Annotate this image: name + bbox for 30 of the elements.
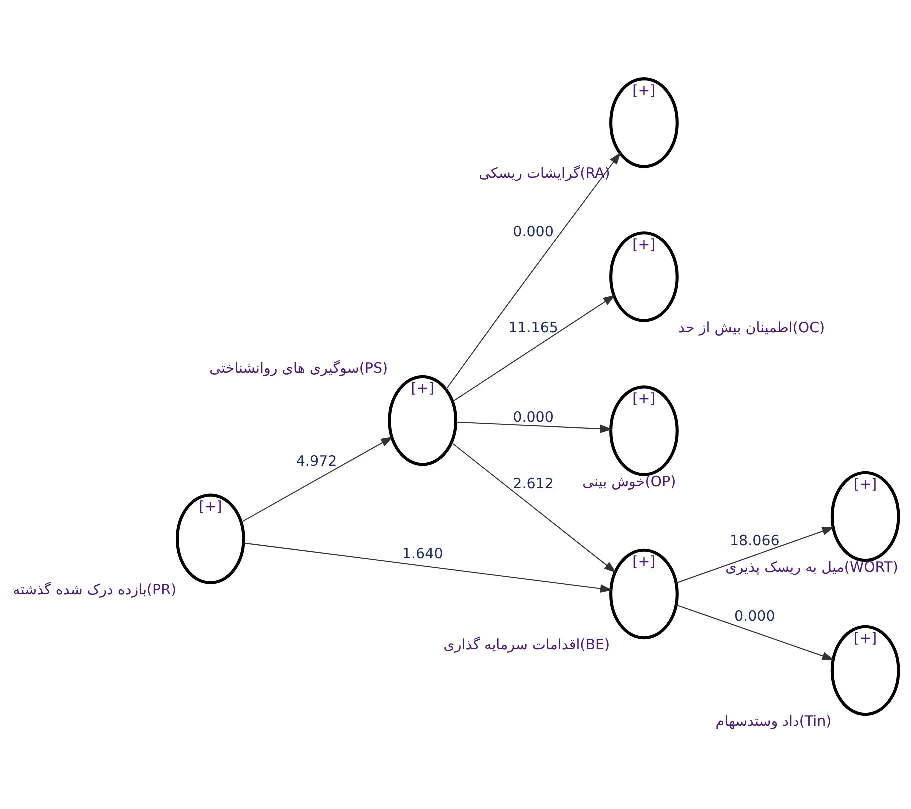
node-label: داد وستدسهام(Tin) xyxy=(716,714,832,730)
node-ellipse: [+] xyxy=(830,471,900,562)
node-label: اقدامات سرمایه گذاری(BE) xyxy=(444,638,610,654)
node-ellipse: [+] xyxy=(610,548,679,640)
node-label: اطمینان بیش از حد(OC) xyxy=(678,320,826,336)
node-ellipse: [+] xyxy=(610,232,679,322)
node-label: میل به ریسک پذیری(WORT) xyxy=(726,560,898,576)
node-ellipse: [+] xyxy=(610,386,679,476)
edge-label: 4.972 xyxy=(296,454,338,470)
edge-label: 0.000 xyxy=(513,224,554,240)
node-label: سوگیری های روانشناختی(PS) xyxy=(210,361,388,378)
edge-label: 2.612 xyxy=(513,476,554,492)
arrow xyxy=(244,542,613,594)
edge-label: 18.066 xyxy=(730,533,780,550)
arrow xyxy=(456,422,613,434)
edge-label: 11.165 xyxy=(508,320,558,336)
arrow xyxy=(676,527,835,584)
arrow xyxy=(676,604,835,660)
node-label: خوش بینی(OP) xyxy=(582,474,676,490)
node-ellipse: [+] xyxy=(176,494,246,585)
arrow xyxy=(446,152,622,390)
node-label: بازده درک شده گذشته(PR) xyxy=(13,582,177,598)
node-ellipse: [+] xyxy=(388,375,458,466)
edge-label: 1.640 xyxy=(402,546,444,563)
arrow xyxy=(452,295,616,402)
edge-label: 0.000 xyxy=(734,608,776,625)
arrow xyxy=(451,442,617,574)
node-ellipse: [+] xyxy=(830,625,900,716)
arrow xyxy=(241,436,394,523)
edge-label: 0.000 xyxy=(513,410,554,426)
